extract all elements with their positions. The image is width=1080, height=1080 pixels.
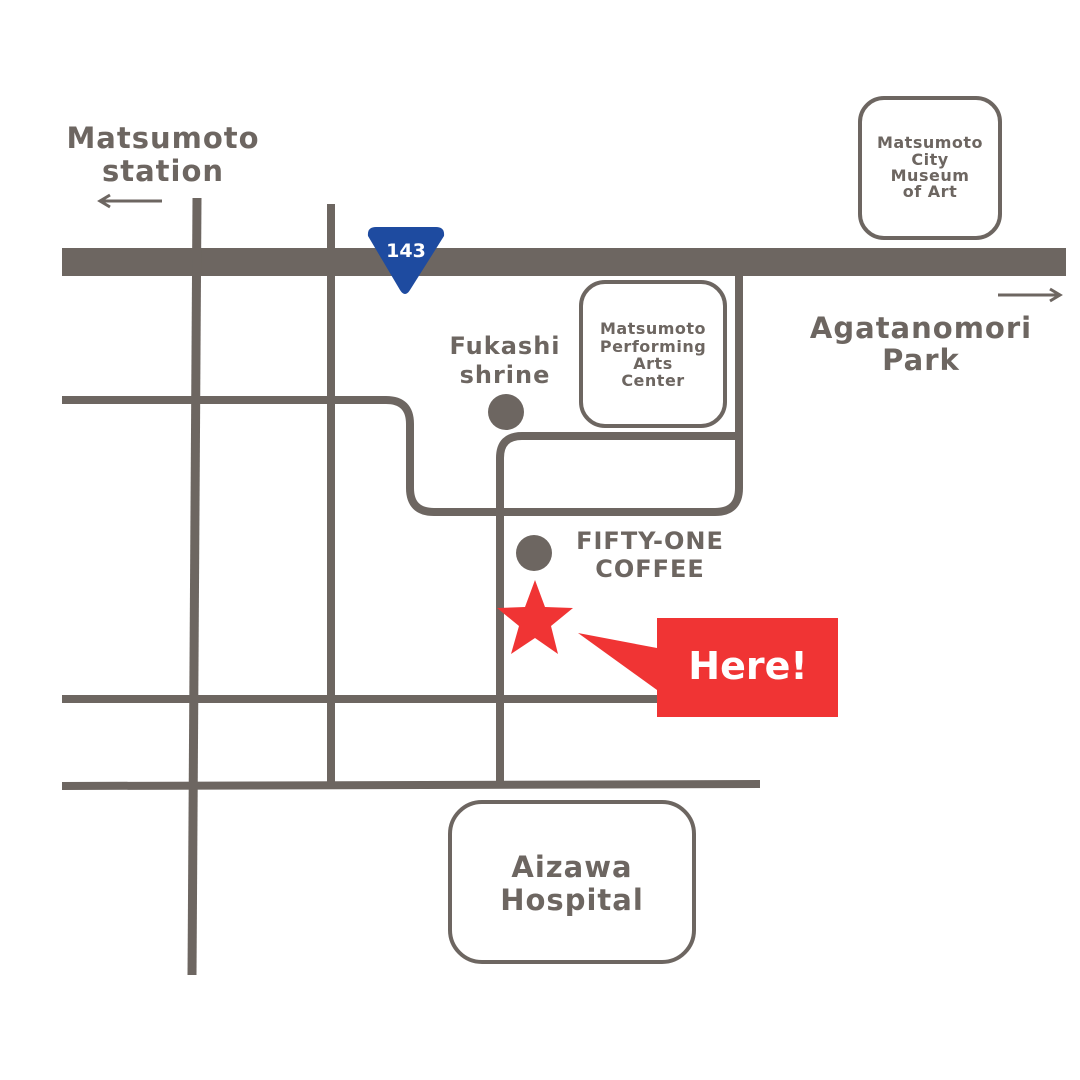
museum-label-line1: Matsumoto — [877, 133, 983, 152]
here-callout — [578, 618, 838, 717]
star-icon — [497, 580, 573, 654]
station-label-line1: Matsumoto — [66, 121, 259, 155]
route-143-badge: 143 — [367, 227, 445, 294]
hospital-label-line1: Aizawa — [511, 850, 632, 884]
route-number: 143 — [386, 240, 426, 262]
landmark-fifty-one-coffee: FIFTY-ONE COFFEE — [516, 527, 724, 583]
landmark-performing-arts-center: Matsumoto Performing Arts Center — [579, 280, 727, 428]
coffee-label-line1: FIFTY-ONE — [576, 527, 724, 555]
road-horizontal-bottom — [61, 780, 761, 790]
arts-label-line2: Performing — [600, 337, 706, 356]
park-label-line2: Park — [882, 343, 960, 377]
location-marker: Here! — [497, 580, 838, 717]
hospital-label-line2: Hospital — [500, 883, 644, 917]
landmark-fukashi-shrine: Fukashi shrine — [449, 332, 560, 430]
road-vertical-west — [187, 197, 202, 976]
main-road-route-143 — [62, 248, 1066, 276]
museum-label-line4: of Art — [903, 182, 957, 201]
here-callout-text: Here! — [688, 644, 807, 688]
arts-label-line1: Matsumoto — [600, 319, 706, 338]
right-arrow-icon — [998, 287, 1063, 303]
road-coffee-street — [496, 432, 739, 785]
park-label-line1: Agatanomori — [810, 311, 1032, 345]
coffee-label-line2: COFFEE — [595, 555, 705, 583]
direction-agatanomori-park: Agatanomori Park — [810, 287, 1063, 377]
shrine-label-line2: shrine — [460, 361, 551, 389]
museum-label-line2: City — [911, 150, 948, 169]
arts-label-line4: Center — [621, 371, 684, 390]
road-winding-north — [62, 396, 743, 516]
arts-label-line3: Arts — [633, 354, 672, 373]
landmark-museum-of-art: Matsumoto City Museum of Art — [858, 96, 1002, 240]
museum-label-line3: Museum — [891, 166, 970, 185]
station-label-line2: station — [102, 154, 224, 188]
direction-matsumoto-station: Matsumoto station — [66, 121, 259, 209]
shrine-dot-icon — [488, 394, 524, 430]
shrine-label-line1: Fukashi — [449, 332, 560, 360]
left-arrow-icon — [97, 193, 162, 209]
landmark-aizawa-hospital: Aizawa Hospital — [448, 800, 696, 964]
coffee-dot-icon — [516, 535, 552, 571]
